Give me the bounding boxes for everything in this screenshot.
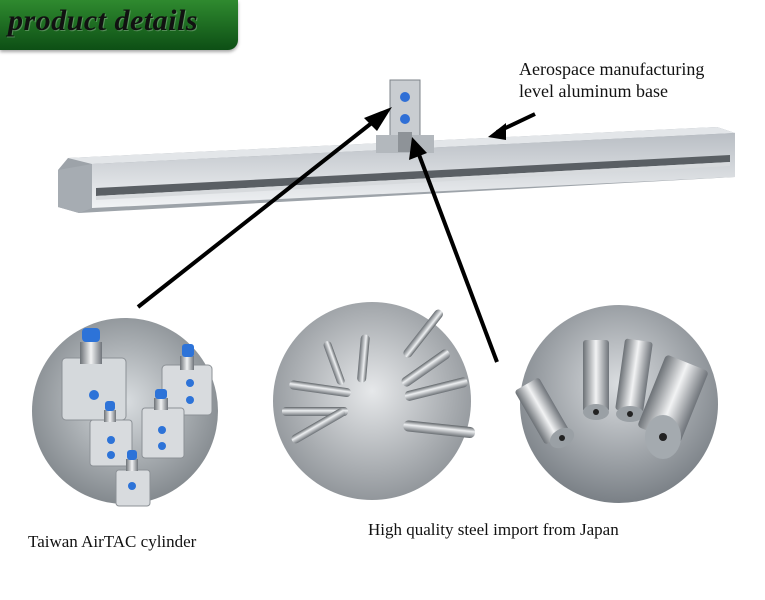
aluminum-base [58,127,735,213]
steel-rods-photo [273,302,476,500]
cylinder-photo [32,318,218,507]
arrow-head-cylinder [364,107,392,131]
mounted-cylinder [376,79,434,153]
carbide-photo [515,305,718,503]
steel-caption: High quality steel import from Japan [368,520,619,539]
arrow-to-steel [416,151,499,363]
arrow-to-cylinder [136,116,380,309]
page-title: product details [8,4,199,37]
arrow-head-steel [409,137,427,160]
annotation-arrows [136,107,536,363]
base-caption: Aerospace manufacturing level aluminum b… [519,58,704,102]
base-caption-line1: Aerospace manufacturing [519,59,705,79]
arrow-head-base [488,123,506,140]
base-caption-line2: level aluminum base [519,81,668,101]
header-tab: product details [0,0,238,50]
cylinder-caption: Taiwan AirTAC cylinder [28,532,197,551]
